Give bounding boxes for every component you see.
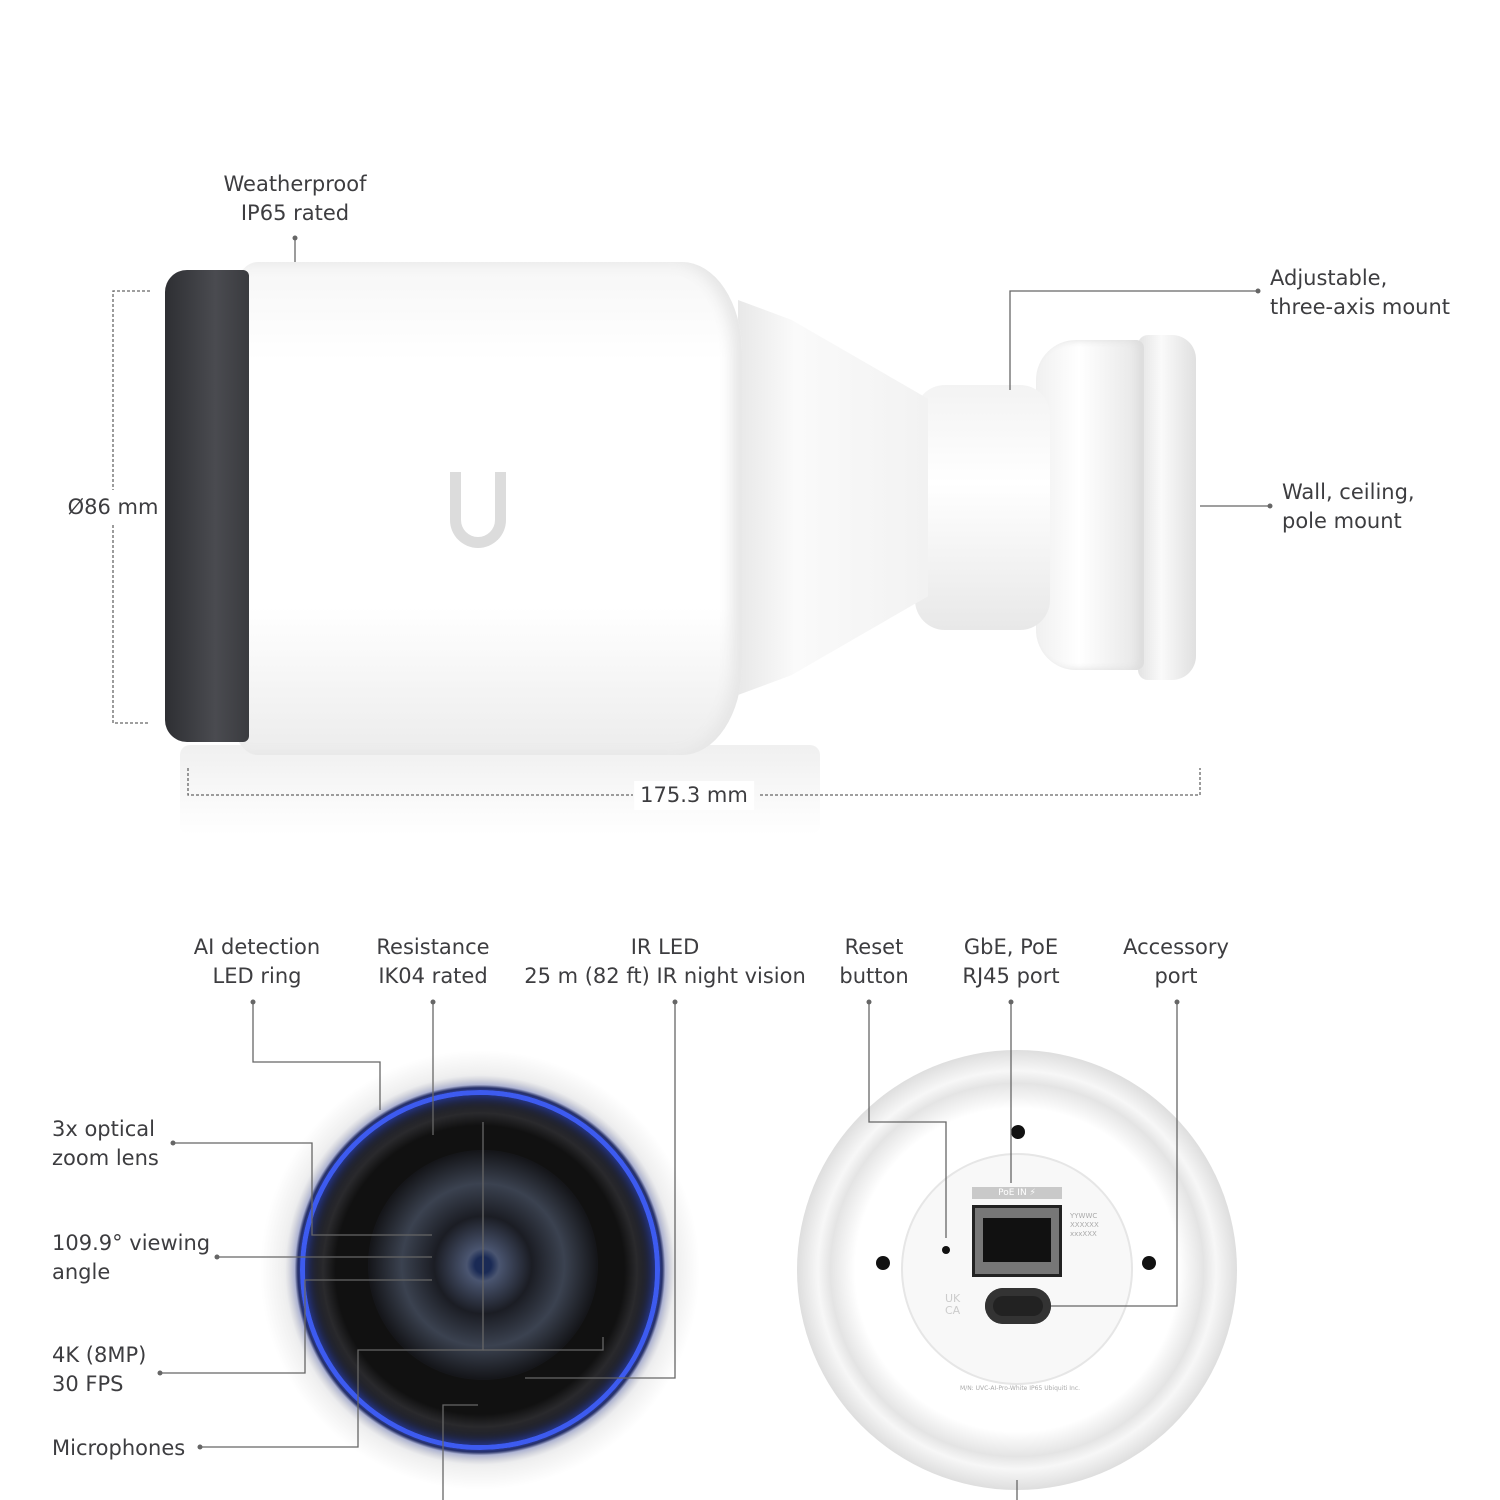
callout-line: IK04 rated [378, 964, 488, 988]
callout-line: 109.9° viewing [52, 1231, 211, 1255]
serial-2: xxxXXX [1070, 1230, 1097, 1238]
callout-zoom-lens: 3x optical zoom lens [52, 1115, 159, 1173]
callout-wall-mount: Wall, ceiling, pole mount [1282, 478, 1415, 536]
callout-weatherproof: Weatherproof IP65 rated [223, 170, 366, 228]
date-code: YYWWC [1070, 1212, 1098, 1220]
usb-c-accessory-port[interactable] [985, 1288, 1051, 1324]
serial-1: XXXXXX [1070, 1221, 1099, 1229]
rj45-port[interactable] [972, 1205, 1062, 1277]
dimension-diameter: Ø86 mm [67, 493, 159, 522]
callout-line: port [1154, 964, 1198, 988]
callout-line: IR LED [630, 935, 700, 959]
base-plate [1138, 335, 1196, 680]
screw-hole [876, 1256, 890, 1270]
callout-viewing-angle: 109.9° viewing angle [52, 1229, 210, 1287]
callout-line: Reset [844, 935, 904, 959]
camera-body [232, 262, 742, 755]
callout-line: 4K (8MP) [52, 1343, 147, 1367]
callout-line: three-axis mount [1270, 295, 1451, 319]
callout-line: LED ring [212, 964, 302, 988]
reset-button[interactable] [942, 1246, 950, 1254]
callout-line: pole mount [1282, 509, 1402, 533]
callout-resistance: Resistance IK04 rated [376, 933, 489, 991]
callout-line: 30 FPS [52, 1372, 124, 1396]
callout-ir-led: IR LED 25 m (82 ft) IR night vision [524, 933, 806, 991]
front-cap [165, 270, 249, 742]
callout-line: zoom lens [52, 1146, 159, 1170]
model-text: M/N: UVC-AI-Pro-White IP65 Ubiquiti Inc. [960, 1385, 1081, 1392]
callout-resolution: 4K (8MP) 30 FPS [52, 1341, 146, 1399]
screw-hole [1142, 1256, 1156, 1270]
callout-line: Accessory [1123, 935, 1229, 959]
callout-line: angle [52, 1260, 111, 1284]
poe-port-label: PoE IN ⚡ [972, 1187, 1062, 1199]
callout-rj45: GbE, PoE RJ45 port [962, 933, 1059, 991]
callout-reset: Reset button [839, 933, 908, 991]
callout-line: AI detection [193, 935, 321, 959]
callout-line: 25 m (82 ft) IR night vision [524, 964, 806, 988]
ubiquiti-logo [450, 472, 506, 548]
callout-line: button [839, 964, 909, 988]
callout-line: Resistance [376, 935, 490, 959]
callout-line: IP65 rated [240, 201, 350, 225]
lens [368, 1150, 598, 1380]
callout-line: Adjustable, [1270, 266, 1388, 290]
callout-line: RJ45 port [962, 964, 1060, 988]
callout-line: Wall, ceiling, [1282, 480, 1415, 504]
screw-hole [1011, 1125, 1025, 1139]
callout-ai-ring: AI detection LED ring [194, 933, 320, 991]
callout-line: 3x optical [52, 1117, 155, 1141]
ukca-mark: UK CA [945, 1292, 961, 1317]
neck [738, 300, 928, 695]
mount-ball [915, 385, 1050, 630]
callout-mount: Adjustable, three-axis mount [1270, 264, 1450, 322]
callout-accessory: Accessory port [1123, 933, 1229, 991]
callout-microphones: Microphones [52, 1436, 186, 1460]
dimension-length: 175.3 mm [634, 781, 754, 810]
mount-ring [1036, 340, 1144, 670]
callout-line: GbE, PoE [963, 935, 1059, 959]
callout-line: Weatherproof [223, 172, 367, 196]
